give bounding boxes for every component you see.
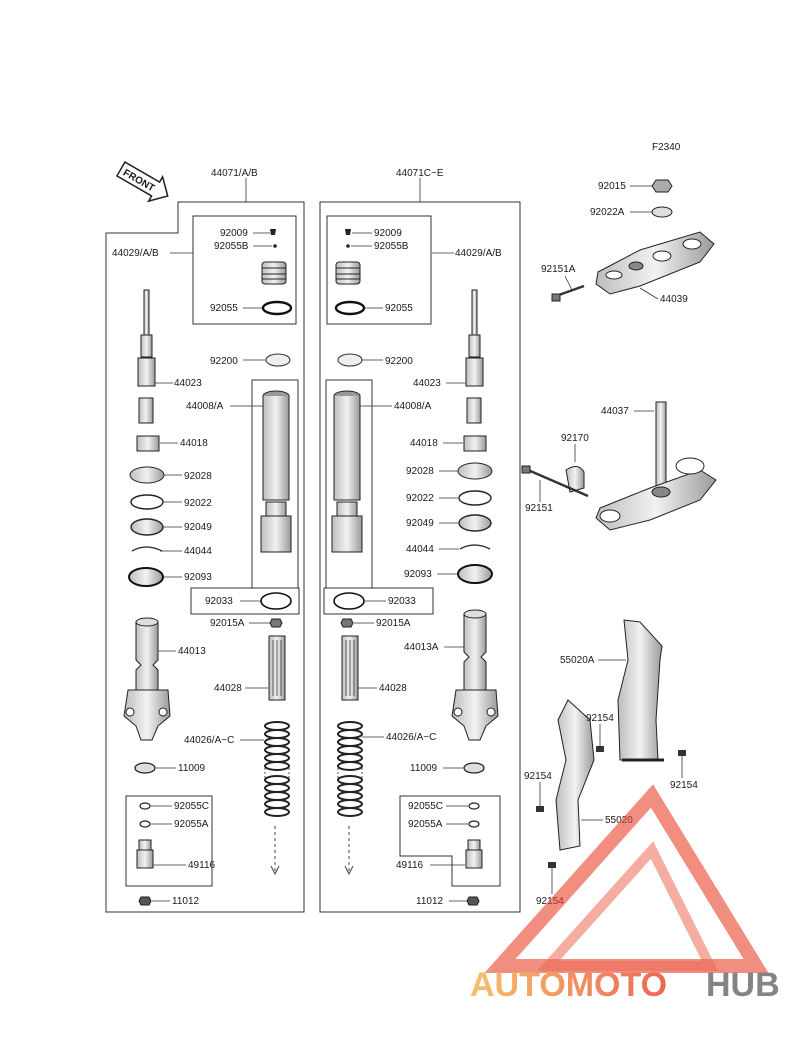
watermark-text-colored: AUTOMOTO: [470, 966, 667, 1004]
left-label-bush-2: 92028: [184, 471, 212, 482]
upper-triple-clamp: 92015 92022A 92151A 44039: [541, 179, 715, 305]
label-upper-nut: 92015: [598, 181, 626, 192]
spring-guide-icon: [268, 635, 286, 701]
right-label-clip: 44044: [406, 544, 434, 555]
right-label-spring: 44026/A~C: [386, 732, 436, 743]
valve-icon: [465, 839, 483, 869]
upper-bracket-icon: [595, 231, 715, 295]
left-label-spring: 44026/A~C: [184, 735, 234, 746]
left-label-clip: 44044: [184, 546, 212, 557]
label-guard-bolt-3: 92154: [524, 771, 552, 782]
front-arrow-icon: FRONT: [115, 161, 169, 203]
right-label-valve: 49116: [396, 860, 424, 871]
clamp-icon: [565, 466, 585, 493]
label-guard-a: 55020A: [560, 655, 595, 666]
left-label-cap-oring: 92055: [210, 303, 238, 314]
left-label-cap-oring-small: 92055B: [214, 241, 249, 252]
fork-spring-icon: [264, 721, 290, 817]
left-label-oring-a: 92055A: [174, 819, 209, 830]
damper-rod-icon: [137, 289, 156, 424]
damper-cartridge-icon: [260, 390, 292, 553]
right-label-spring-guide: 44028: [379, 683, 407, 694]
right-label-dust-seal: 92093: [404, 569, 432, 580]
label-clamp: 92170: [561, 433, 589, 444]
fork-guard-icon: [555, 699, 595, 851]
label-guard-bolt-2: 92154: [670, 780, 698, 791]
label-stem-bolt: 92151: [525, 503, 553, 514]
left-inner-tube-ref: 44029/A/B: [112, 248, 159, 259]
right-label-nut: 92015A: [376, 618, 411, 629]
nut-icon: [651, 179, 673, 193]
right-label-gasket: 11009: [410, 763, 438, 774]
left-label-valve: 49116: [188, 860, 216, 871]
valve-icon: [136, 839, 154, 869]
right-inner-tube-ref: 44029/A/B: [455, 248, 502, 259]
damper-cartridge-icon: [331, 390, 363, 553]
right-label-seal: 92049: [406, 518, 434, 529]
left-label-rod: 44023: [174, 378, 202, 389]
cap-bolt-icon: [345, 229, 351, 235]
left-label-damper: 44008/A: [186, 401, 224, 412]
right-label-bushing: 44018: [410, 438, 438, 449]
damper-rod-icon: [465, 289, 484, 424]
label-guard: 55020: [605, 815, 633, 826]
label-upper-bracket: 44039: [660, 294, 688, 305]
right-label-oring-a: 92055A: [408, 819, 443, 830]
left-label-plug: 11012: [172, 896, 200, 907]
right-label-washer: 92200: [385, 356, 413, 367]
right-label-outer-tube: 44013A: [404, 642, 439, 653]
left-label-oring-c: 92055C: [174, 801, 209, 812]
label-upper-washer: 92022A: [590, 207, 625, 218]
left-label-outer-tube: 44013: [178, 646, 206, 657]
watermark-text-gray: HUB: [706, 966, 780, 1004]
outer-tube-icon: [451, 609, 499, 741]
label-upper-bolt: 92151A: [541, 264, 576, 275]
spring-guide-icon: [341, 635, 359, 701]
right-fork-assembly: 44071C~E 44029/A/B 92009 92055B 92055 92…: [319, 168, 521, 913]
steering-stem-icon: [595, 401, 717, 531]
left-label-dust-seal: 92093: [184, 572, 212, 583]
right-label-cap-oring: 92055: [385, 303, 413, 314]
right-label-plug: 11012: [416, 896, 444, 907]
left-label-seal: 92049: [184, 522, 212, 533]
left-label-cap-bolt: 92009: [220, 228, 248, 239]
figure-code: F2340: [652, 142, 681, 153]
right-label-oring-big: 92033: [388, 596, 416, 607]
right-label-cap-oring-small: 92055B: [374, 241, 409, 252]
left-label-bushing: 44018: [180, 438, 208, 449]
left-label-gasket: 11009: [178, 763, 206, 774]
right-label-rod: 44023: [413, 378, 441, 389]
left-label-washer: 92200: [210, 356, 238, 367]
right-label-damper: 44008/A: [394, 401, 432, 412]
right-label-washer-2: 92022: [406, 493, 434, 504]
left-label-nut: 92015A: [210, 618, 245, 629]
watermark-logo: AUTOMOTO HUB: [470, 784, 780, 1004]
cap-bolt-icon: [270, 229, 276, 235]
left-label-washer-2: 92022: [184, 498, 212, 509]
left-label-oring-big: 92033: [205, 596, 233, 607]
fork-guard-a-icon: [617, 619, 664, 762]
fork-cap-icon: [335, 261, 361, 285]
steering-stem: 44037 92170 92151: [521, 401, 717, 531]
right-label-cap-bolt: 92009: [374, 228, 402, 239]
fork-cap-icon: [261, 261, 287, 285]
right-assembly-number: 44071C~E: [396, 168, 444, 179]
left-assembly-number: 44071/A/B: [211, 168, 258, 179]
fork-guards: 55020A 55020 92154 92154 92154 92154: [524, 619, 698, 907]
left-label-spring-guide: 44028: [214, 683, 242, 694]
left-fork-assembly: 44071/A/B 44029/A/B 92009 92055B 92055 9…: [105, 168, 305, 913]
fork-spring-icon: [337, 721, 363, 817]
right-label-oring-c: 92055C: [408, 801, 443, 812]
outer-tube-icon: [123, 617, 171, 741]
label-guard-bolt-1: 92154: [586, 713, 614, 724]
label-stem: 44037: [601, 406, 629, 417]
right-label-bush-2: 92028: [406, 466, 434, 477]
